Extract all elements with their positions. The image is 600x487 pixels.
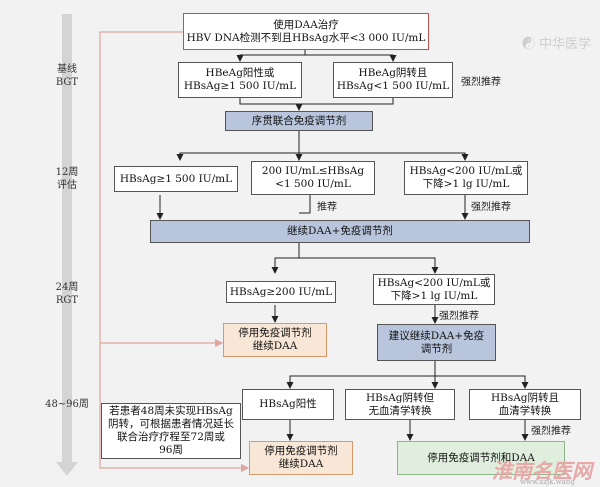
watermark-bottom-right: 淮南名医网 [492, 459, 592, 483]
node-12w-high: HBsAg≥1 500 IU/mL [114, 166, 238, 192]
node-12w-mid: 200 IU/mL≤HBsAg <1 500 IU/mL [251, 161, 375, 195]
label-strong-recommend-4: 强烈推荐 [531, 426, 571, 437]
edge-suggest-right [435, 375, 529, 389]
left-loop-line [99, 31, 250, 473]
node-24w-low: HBsAg<200 IU/mL或 下降>1 lg IU/mL [373, 274, 495, 305]
watermark-url: www.xzjk.wang [520, 478, 575, 486]
edge-continue-right [299, 257, 439, 274]
node-48w-neg-sero: HBsAg阴转且 血清学转换 [469, 389, 581, 420]
node-hbeag-positive: HBeAg阳性或 HBsAg≥1 500 IU/mL [178, 62, 302, 98]
node-24w-high: HBsAg≥200 IU/mL [226, 281, 336, 303]
label-recommend: 推荐 [317, 202, 337, 213]
node-sequential-immuno: 序贯联合免疫调节剂 [225, 111, 373, 131]
node-48w-neg-no-sero: HBsAg阴转但 无血清学转换 [345, 389, 455, 420]
node-suggest-continue: 建议继续DAA+免疫 调节剂 [377, 324, 496, 361]
edge-start-split [236, 50, 306, 62]
edge-12b-continue [299, 195, 311, 214]
node-stop-immuno-48w: 停用免疫调节剂 继续DAA [249, 441, 353, 475]
timeline-arrow [56, 14, 78, 476]
node-48w-positive: HBsAg阳性 [242, 389, 334, 420]
edge-seq-right [299, 152, 469, 161]
node-continue-daa-immuno: 继续DAA+免疫调节剂 [150, 220, 530, 243]
label-strong-recommend-3: 强烈推荐 [439, 311, 479, 322]
node-12w-low: HBsAg<200 IU/mL或 下降>1 lg IU/mL [404, 161, 528, 195]
node-start: 使用DAA治疗 HBV DNA检测不到且HBsAg水平<3 000 IU/mL [183, 13, 429, 50]
edge-continue-split [271, 243, 300, 274]
node-stop-both: 停用免疫调节剂和DAA [397, 441, 565, 475]
edge-suggest-split [286, 361, 436, 389]
label-strong-recommend-2: 强烈推荐 [471, 202, 511, 213]
timeline-label-48w: 48~96周 [45, 399, 89, 410]
node-note-extend: 若患者48周未实现HBsAg 阴转，可根据患者情况延长 联合治疗疗程至72周或 … [101, 403, 241, 459]
watermark-top-right: ☯ 中华医学 [522, 37, 592, 52]
edge-pos-seq [239, 98, 303, 111]
edge-seq-split [176, 131, 300, 161]
timeline-label-12w: 12周 评估 [55, 167, 79, 191]
label-strong-recommend-1: 强烈推荐 [461, 77, 501, 88]
timeline-label-24w: 24周 RGT [55, 282, 79, 306]
edge-start-right [305, 54, 397, 62]
node-hbeag-negative: HBeAg阴转且 HBsAg<1 500 IU/mL [333, 62, 453, 98]
node-stop-immuno-24w: 停用免疫调节剂 继续DAA [223, 323, 327, 357]
edge-neg-seq [299, 98, 394, 105]
timeline-label-baseline: 基线 BGT [55, 64, 79, 88]
